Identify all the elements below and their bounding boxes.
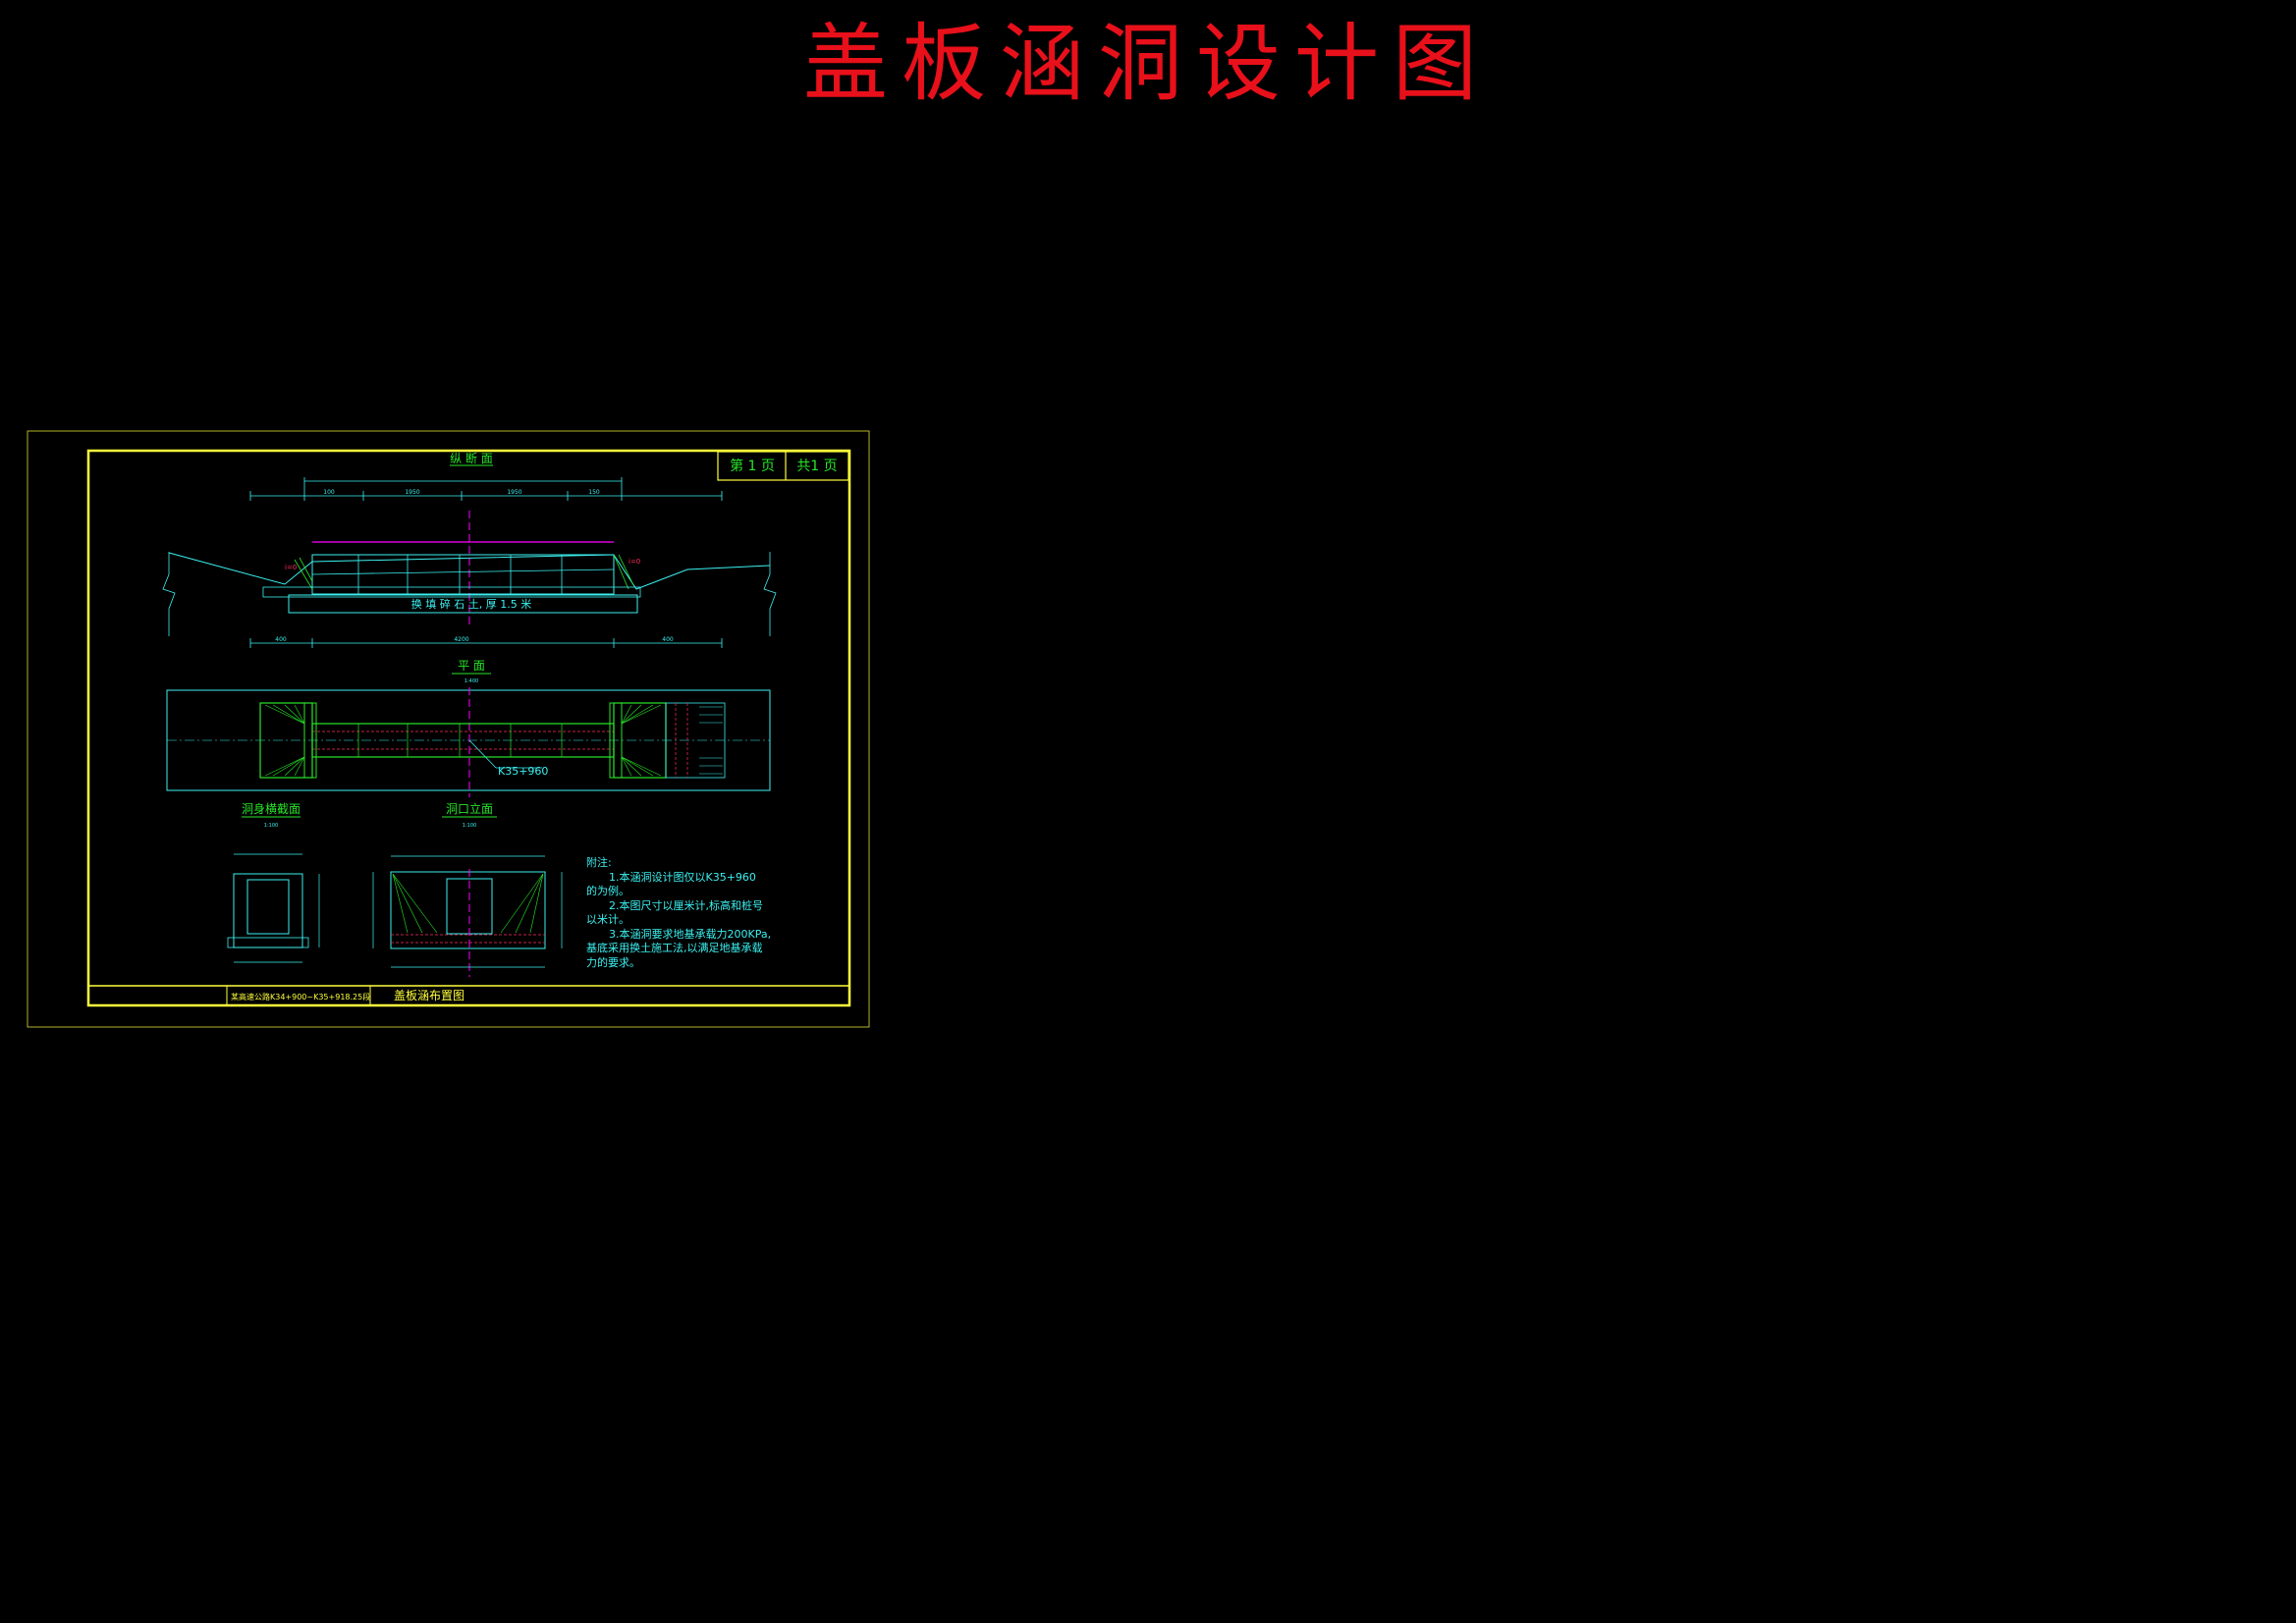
page-counter: 第 1 页 共1 页 bbox=[717, 451, 849, 481]
title-block: 某高速公路K34+900~K35+918.25段 盖板涵布置图 bbox=[88, 985, 849, 1005]
outer-frame bbox=[27, 430, 870, 1028]
plan-station: K35+960 bbox=[498, 765, 548, 778]
dim-top-4: 150 bbox=[588, 489, 600, 496]
note-line: 1.本涵洞设计图仅以K35+960 bbox=[609, 870, 756, 884]
note-line: 2.本图尺寸以厘米计,标高和桩号 bbox=[609, 898, 763, 912]
svg-text:i=0: i=0 bbox=[285, 564, 297, 571]
note-line: 3.本涵洞要求地基承载力200KPa, bbox=[609, 927, 771, 941]
note-line: 基底采用换土施工法,以满足地基承载 bbox=[586, 941, 763, 954]
dim-top-3: 1950 bbox=[507, 489, 521, 496]
plan-view: 平 面 1:400 bbox=[166, 659, 771, 797]
notes-block: 附注: 1.本涵洞设计图仅以K35+960 的为例。 2.本图尺寸以厘米计,标高… bbox=[586, 855, 771, 969]
plan-title: 平 面 bbox=[458, 659, 485, 673]
notes-heading: 附注: bbox=[586, 855, 612, 869]
portal-scale: 1:100 bbox=[463, 823, 476, 829]
page-total: 共1 页 bbox=[796, 459, 837, 474]
note-line: 的为例。 bbox=[586, 884, 629, 897]
section-scale: 1:100 bbox=[264, 823, 278, 829]
portal-title: 洞口立面 bbox=[446, 801, 493, 816]
dim-bottom-1: 400 bbox=[275, 636, 287, 643]
section-view: 洞身横截面 1:100 bbox=[227, 801, 320, 963]
dim-bottom-3: 400 bbox=[662, 636, 674, 643]
dim-bottom-2: 4200 bbox=[454, 636, 468, 643]
longitudinal-view: 纵 断 面 100 1950 1950 150 bbox=[162, 451, 777, 648]
inner-frame bbox=[86, 449, 851, 1007]
note-line: 以米计。 bbox=[586, 913, 629, 926]
section-title: 洞身横截面 bbox=[242, 801, 301, 816]
longitudinal-title: 纵 断 面 bbox=[450, 451, 493, 465]
fill-note: 换 填 碎 石 土, 厚 1.5 米 bbox=[411, 597, 531, 611]
portal-view: 洞口立面 1:100 bbox=[372, 801, 563, 977]
page-number: 第 1 页 bbox=[730, 458, 775, 474]
plan-scale: 1:400 bbox=[465, 678, 478, 684]
note-line: 力的要求。 bbox=[586, 955, 640, 969]
svg-text:i=0: i=0 bbox=[629, 558, 640, 566]
dim-top-1: 100 bbox=[323, 489, 335, 496]
drawing-title: 盖板涵洞设计图 bbox=[803, 15, 1491, 113]
project-name: 某高速公路K34+900~K35+918.25段 bbox=[231, 992, 370, 1001]
drawing-name: 盖板涵布置图 bbox=[394, 989, 465, 1002]
dim-top-2: 1950 bbox=[405, 489, 419, 496]
